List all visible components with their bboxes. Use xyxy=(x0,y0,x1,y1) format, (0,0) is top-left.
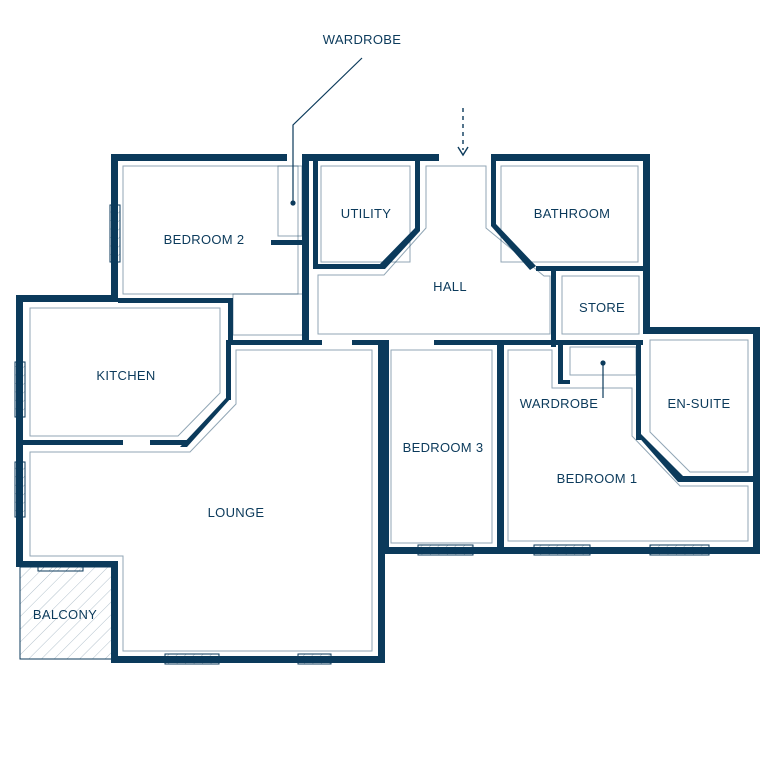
wardrobe-mid-leader xyxy=(600,360,606,398)
label-en-suite: EN-SUITE xyxy=(667,396,730,411)
label-bedroom-3: BEDROOM 3 xyxy=(403,440,484,455)
label-bedroom-2: BEDROOM 2 xyxy=(164,232,245,247)
inner-outlines xyxy=(29,165,749,652)
room-labels: WARDROBE BEDROOM 2 UTILITY BATHROOM HALL… xyxy=(33,32,730,622)
label-lounge: LOUNGE xyxy=(208,505,265,520)
wardrobe-top-leader xyxy=(290,57,363,206)
label-wardrobe-top: WARDROBE xyxy=(323,32,402,47)
inner-walls xyxy=(23,154,753,554)
label-balcony: BALCONY xyxy=(33,607,97,622)
label-utility: UTILITY xyxy=(341,206,392,221)
label-bathroom: BATHROOM xyxy=(534,206,611,221)
balcony-area xyxy=(19,566,113,660)
label-wardrobe-mid: WARDROBE xyxy=(520,396,599,411)
label-hall: HALL xyxy=(433,279,467,294)
label-kitchen: KITCHEN xyxy=(96,368,155,383)
windows xyxy=(14,204,710,665)
label-store: STORE xyxy=(579,300,625,315)
entrance-arrow-icon xyxy=(457,108,469,157)
label-bedroom-1: BEDROOM 1 xyxy=(557,471,638,486)
